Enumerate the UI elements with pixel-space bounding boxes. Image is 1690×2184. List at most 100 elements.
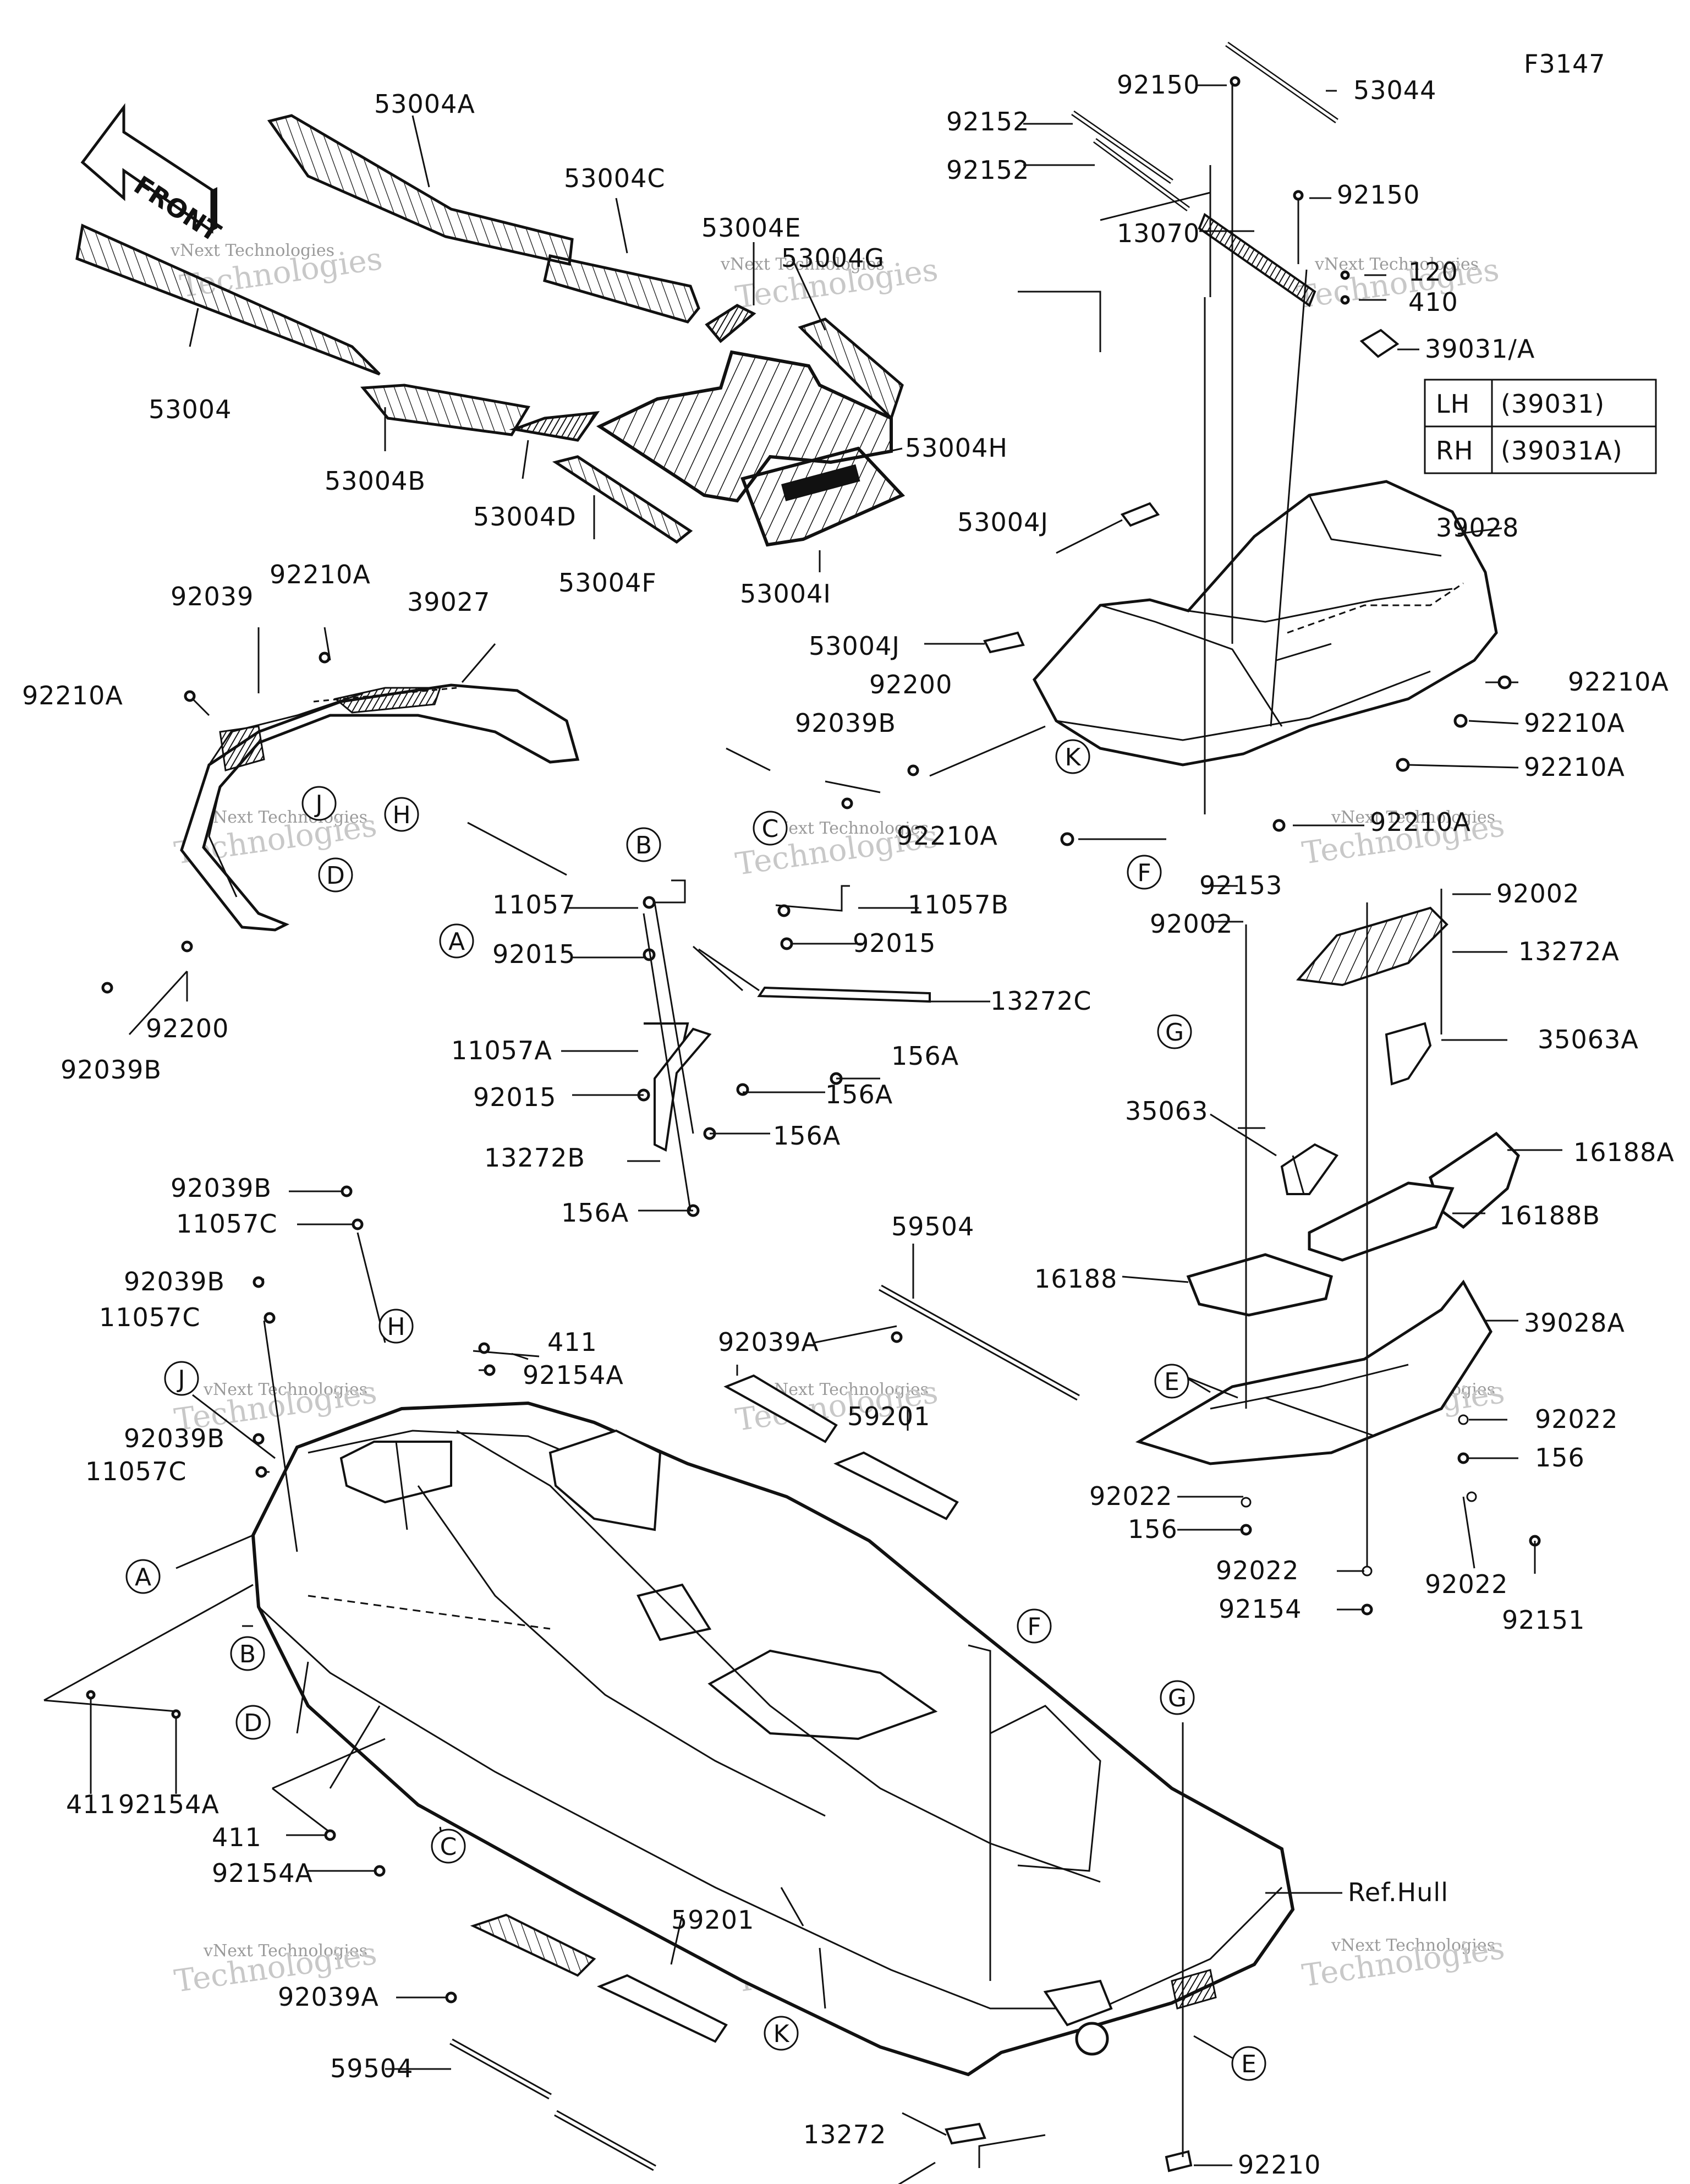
part-label: 92210A bbox=[1370, 807, 1471, 837]
part-label: 13272A bbox=[1518, 937, 1620, 966]
mat-53004G bbox=[798, 318, 904, 421]
part-label: 156A bbox=[825, 1080, 893, 1109]
part-label: 156A bbox=[773, 1121, 841, 1151]
legend-table: LH (39031) RH (39031A) bbox=[1424, 379, 1657, 474]
watermark: vNext Technologies bbox=[203, 808, 367, 827]
callout-e: E bbox=[1241, 2050, 1256, 2078]
mat-53004A bbox=[267, 114, 574, 266]
part-label: 92210 bbox=[1238, 2150, 1321, 2180]
callout-c: C bbox=[440, 1833, 457, 1861]
legend-part-rh: (39031A) bbox=[1501, 436, 1623, 466]
part-label: 92039A bbox=[718, 1327, 819, 1357]
deck-mats bbox=[75, 114, 1160, 654]
callout-f: F bbox=[1137, 859, 1151, 887]
part-label: 59201 bbox=[847, 1402, 930, 1431]
part-label: 92200 bbox=[146, 1014, 229, 1043]
watermark: vNext Technologies bbox=[170, 241, 334, 260]
mat-53004I bbox=[740, 446, 906, 547]
part-label: 53004J bbox=[809, 631, 900, 661]
leader-lines bbox=[43, 84, 1562, 2184]
part-label: 39031/A bbox=[1425, 334, 1535, 364]
part-label: 92022 bbox=[1089, 1481, 1172, 1511]
part-label: 92039B bbox=[124, 1424, 225, 1453]
hull bbox=[251, 1401, 1295, 2077]
part-label: 411 bbox=[212, 1822, 262, 1852]
callout-d: D bbox=[326, 862, 345, 890]
callout-k: K bbox=[773, 2020, 790, 2048]
part-label: 92210A bbox=[1568, 667, 1669, 697]
callout-c: C bbox=[762, 815, 779, 843]
part-label: 53004G bbox=[781, 243, 885, 273]
brackets bbox=[637, 879, 931, 1217]
part-label: 92022 bbox=[1425, 1569, 1508, 1599]
part-label: 59504 bbox=[330, 2054, 413, 2083]
part-label: 92152 bbox=[946, 107, 1029, 136]
mat-53004E bbox=[705, 304, 756, 343]
callout-g: G bbox=[1165, 1019, 1184, 1047]
part-label: 11057B bbox=[908, 890, 1009, 919]
pad-53004J bbox=[983, 631, 1025, 654]
part-label: 13272C bbox=[990, 986, 1091, 1016]
part-label: 35063 bbox=[1125, 1096, 1208, 1126]
part-label: 92015 bbox=[492, 939, 575, 969]
part-label: 11057C bbox=[176, 1209, 277, 1239]
part-label: 59504 bbox=[891, 1212, 974, 1241]
part-label: 53004J bbox=[957, 507, 1049, 537]
mat-53004D bbox=[509, 410, 600, 442]
part-label: 92022 bbox=[1216, 1556, 1299, 1585]
callout-j: J bbox=[314, 790, 323, 818]
watermark: vNext Technologies bbox=[203, 1380, 367, 1399]
part-label: 53004E bbox=[701, 213, 801, 243]
fasteners bbox=[86, 652, 1512, 2004]
part-label: 53004A bbox=[374, 89, 475, 119]
part-label: 92210A bbox=[1524, 752, 1625, 782]
legend-side-rh: RH bbox=[1436, 436, 1474, 466]
part-label: 92002 bbox=[1150, 909, 1233, 939]
callout-h: H bbox=[387, 1313, 405, 1341]
part-label: 92022 bbox=[1535, 1404, 1618, 1434]
mat-53004F bbox=[552, 455, 693, 544]
mat-53004B bbox=[360, 384, 531, 436]
part-label: 410 bbox=[1408, 287, 1458, 317]
part-label: 156A bbox=[561, 1198, 629, 1228]
callout-j: J bbox=[177, 1365, 185, 1393]
watermark: vNext Technologies bbox=[720, 255, 885, 274]
part-label: 11057 bbox=[492, 890, 575, 919]
part-label: 92154A bbox=[523, 1360, 624, 1390]
part-label: 53004F bbox=[558, 568, 657, 598]
part-label: 11057A bbox=[451, 1036, 552, 1065]
part-label: 92015 bbox=[473, 1082, 556, 1112]
callout-e: E bbox=[1164, 1368, 1179, 1396]
watermark: vNext Technologies bbox=[1314, 255, 1479, 274]
part-label: 53004 bbox=[149, 395, 232, 424]
callout-k: K bbox=[1065, 743, 1082, 771]
part-label: 92154A bbox=[212, 1858, 313, 1888]
watermark: vNext Technologies bbox=[1331, 1936, 1495, 1955]
part-label: 92151 bbox=[1502, 1605, 1585, 1635]
part-label: 53004I bbox=[740, 579, 831, 609]
mat-53004H bbox=[596, 350, 893, 503]
part-label: 92153 bbox=[1199, 871, 1282, 900]
part-label: 53004H bbox=[905, 433, 1008, 463]
part-label: 53004C bbox=[564, 163, 665, 193]
callout-d: D bbox=[244, 1709, 262, 1737]
part-label: 16188B bbox=[1499, 1201, 1600, 1230]
callout-f: F bbox=[1027, 1613, 1041, 1641]
part-label: 92210A bbox=[897, 821, 998, 851]
part-label: 39027 bbox=[407, 587, 490, 617]
mat-53004 bbox=[75, 223, 381, 376]
callout-h: H bbox=[392, 801, 410, 829]
part-label: 156 bbox=[1128, 1514, 1178, 1544]
part-label: 92039B bbox=[61, 1055, 162, 1085]
sponsons bbox=[449, 1284, 1193, 2172]
callout-b: B bbox=[239, 1640, 256, 1668]
mat-53004C bbox=[543, 254, 700, 324]
part-label: 13070 bbox=[1117, 218, 1200, 248]
part-label: 92150 bbox=[1337, 180, 1420, 210]
part-label: 11057C bbox=[99, 1302, 200, 1332]
front-arrow-icon: FRONT bbox=[80, 103, 226, 248]
part-label: 11057C bbox=[85, 1457, 186, 1486]
part-label: 92154 bbox=[1219, 1594, 1302, 1624]
covers bbox=[1135, 889, 1541, 1616]
